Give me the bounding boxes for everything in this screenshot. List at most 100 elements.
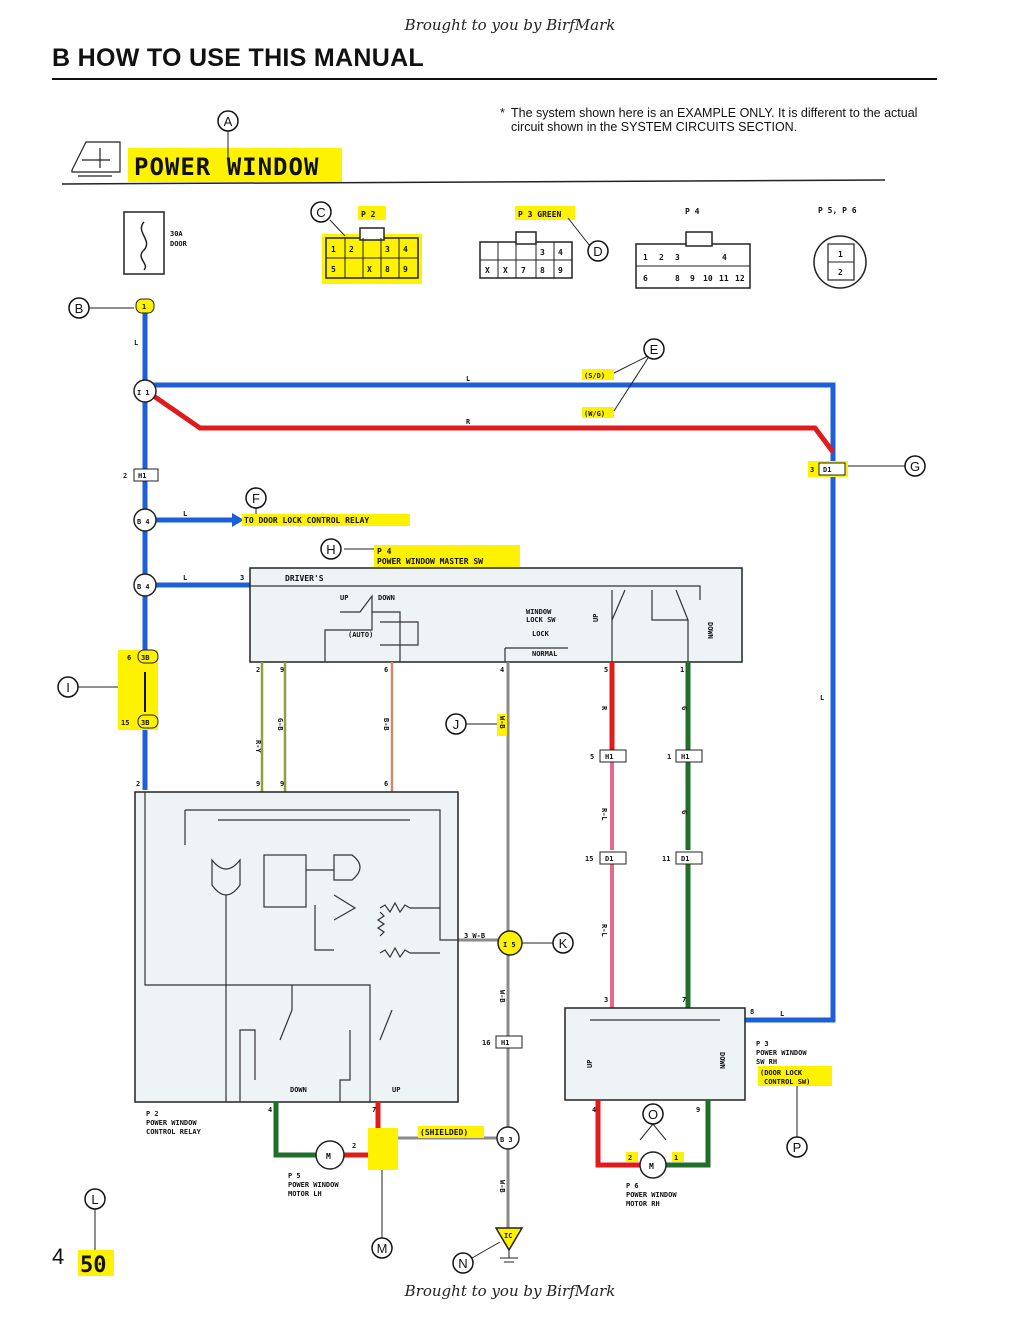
conn-h1-top: H12 xyxy=(123,468,159,482)
motor-rh xyxy=(639,1151,667,1179)
wire-label: (S/D) xyxy=(584,372,605,380)
p3-pin: 7 xyxy=(521,266,526,275)
svg-text:5: 5 xyxy=(590,753,594,761)
motor-lh-m: M xyxy=(326,1152,331,1161)
svg-text:G: G xyxy=(910,459,920,474)
car-door-icon xyxy=(71,141,121,177)
junction-b4-a: B 4 xyxy=(133,508,157,532)
motor-lh xyxy=(315,1140,345,1170)
svg-text:D: D xyxy=(593,244,602,259)
wire-label: R xyxy=(600,706,608,711)
wire-label: G xyxy=(680,810,688,814)
relay-box xyxy=(134,791,459,1103)
connector-p2-label: P 2 xyxy=(361,210,376,219)
connector-p4-label: P 4 xyxy=(685,207,700,216)
p4-pin: 12 xyxy=(735,274,745,283)
relay-code: P 2 xyxy=(146,1110,159,1118)
p4-pin: 8 xyxy=(675,274,680,283)
pin-num: 9 xyxy=(256,780,260,788)
svg-text:15: 15 xyxy=(121,719,129,727)
wire-label: L xyxy=(134,339,138,347)
p2-pin: 8 xyxy=(385,265,390,274)
wire-label: R-L xyxy=(600,808,608,821)
conn-3b-a: 3B6 xyxy=(127,649,159,664)
motor-lh-code: P 5 xyxy=(288,1172,301,1180)
sw-rh-down: DOWN xyxy=(718,1052,726,1069)
callout-c: C xyxy=(310,201,346,237)
relay-circuit xyxy=(144,792,458,1102)
fuse-rating: 30A xyxy=(170,230,183,238)
wire-arrow xyxy=(232,513,244,527)
note-star: * xyxy=(500,106,505,120)
p4-pin: 4 xyxy=(722,253,727,262)
relay-down: DOWN xyxy=(290,1086,307,1094)
svg-text:L: L xyxy=(91,1192,98,1207)
svg-text:J: J xyxy=(453,717,460,732)
p2-pin: 4 xyxy=(403,245,408,254)
motor-lh-name2: MOTOR LH xyxy=(288,1190,322,1198)
connector-p3: P 3 GREEN 3 4 X X 7 8 9 xyxy=(479,206,575,279)
svg-text:1: 1 xyxy=(142,303,146,311)
p2-pin: X xyxy=(367,265,372,274)
p4-pin: 10 xyxy=(703,274,713,283)
callout-g: G xyxy=(848,455,926,477)
fuse-element xyxy=(140,221,148,271)
connector-p56-label: P 5, P 6 xyxy=(818,206,857,215)
callout-l: L xyxy=(84,1188,106,1250)
p3-pin: 4 xyxy=(558,248,563,257)
callout-b: B xyxy=(68,297,134,319)
callout-a: A xyxy=(217,110,239,165)
wire-label: L xyxy=(820,694,824,702)
p4-pin: 9 xyxy=(690,274,695,283)
sw-rh-name1: POWER WINDOW xyxy=(756,1049,807,1057)
pin-num: 6 xyxy=(384,666,388,674)
motor-rh-name1: POWER WINDOW xyxy=(626,1191,677,1199)
pin-num: 6 xyxy=(384,780,388,788)
svg-text:H1: H1 xyxy=(605,753,613,761)
wire-label: R-Y xyxy=(254,740,262,753)
sd-highlight xyxy=(582,369,614,380)
svg-text:1: 1 xyxy=(667,753,671,761)
p4-pin: 1 xyxy=(643,253,648,262)
pin-num: 3 xyxy=(604,996,608,1004)
wire-label: G-B xyxy=(276,718,284,731)
svg-text:H1: H1 xyxy=(138,472,146,480)
svg-text:F: F xyxy=(252,491,260,506)
wire-label: W-B xyxy=(498,990,506,1003)
callout-f: F xyxy=(245,487,267,514)
switch-rh-box xyxy=(564,1007,746,1101)
p3-pin: 8 xyxy=(540,266,545,275)
svg-text:D1: D1 xyxy=(605,855,613,863)
heading-rule xyxy=(52,78,937,80)
master-sw-name: POWER WINDOW MASTER SW xyxy=(377,557,483,566)
wire-label: L xyxy=(183,510,187,518)
motor-lh-name1: POWER WINDOW xyxy=(288,1181,339,1189)
wire-blue-top xyxy=(145,382,836,1023)
svg-text:N: N xyxy=(458,1256,467,1271)
lock-label: LOCK xyxy=(532,630,550,638)
conn-b1: 1 xyxy=(135,298,155,314)
note-text: The system shown here is an EXAMPLE ONLY… xyxy=(511,106,918,134)
conn-d1-g: D13 xyxy=(808,461,848,477)
sw-rh-code: P 3 xyxy=(756,1040,769,1048)
pin-num: 5 xyxy=(604,666,608,674)
svg-text:E: E xyxy=(650,342,659,357)
p4-pin: 3 xyxy=(675,253,680,262)
pin-num: 7 xyxy=(372,1106,376,1114)
sw-down: DOWN xyxy=(378,594,395,602)
svg-text:M: M xyxy=(377,1241,388,1256)
svg-text:16: 16 xyxy=(482,1039,490,1047)
p2-pin: 1 xyxy=(331,245,336,254)
title-highlight xyxy=(128,148,342,182)
svg-text:11: 11 xyxy=(662,855,670,863)
junction-b3: B 3 xyxy=(496,1126,520,1150)
page-heading: B HOW TO USE THIS MANUAL xyxy=(52,44,425,72)
fuse-box xyxy=(123,211,165,275)
sw-rh-sub2: CONTROL SW) xyxy=(764,1078,810,1086)
p2-pin: 2 xyxy=(349,245,354,254)
svg-text:B 4: B 4 xyxy=(137,518,150,526)
callout-i: I xyxy=(57,676,118,698)
pin-num: 9 xyxy=(280,780,284,788)
